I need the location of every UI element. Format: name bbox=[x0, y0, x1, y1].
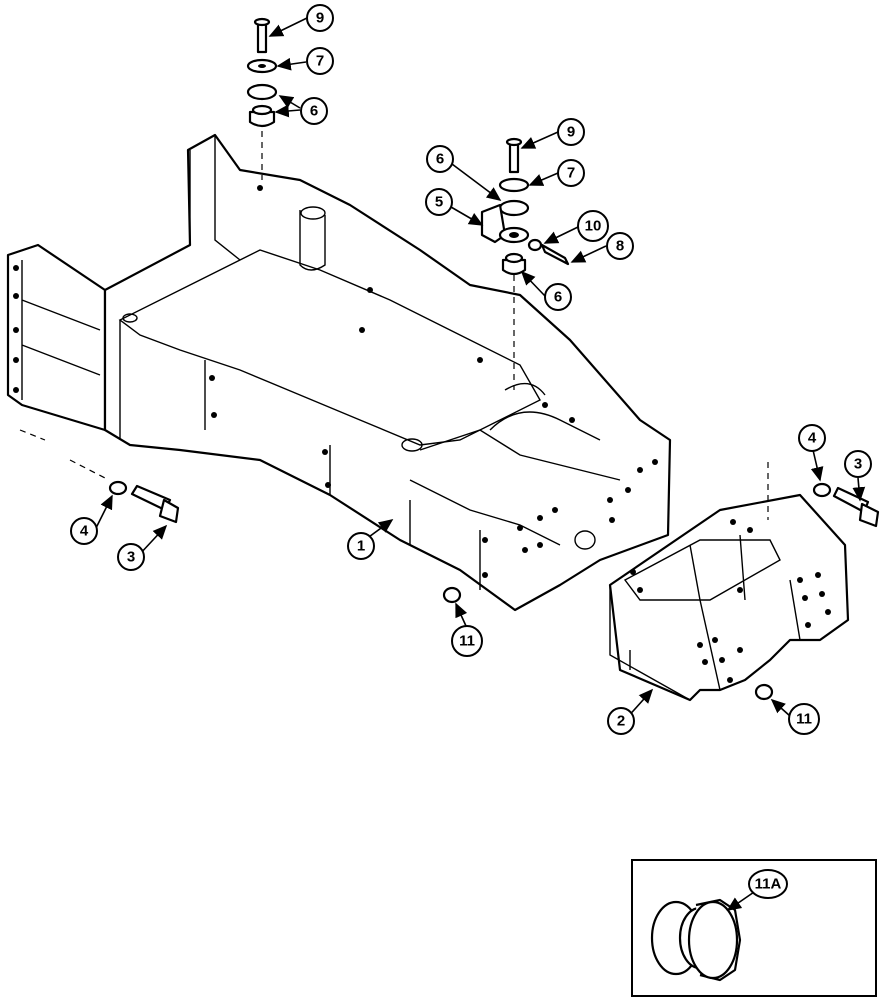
svg-text:8: 8 bbox=[616, 238, 624, 255]
callout-6-upper-right: 6 bbox=[426, 145, 454, 173]
callout-7-top: 7 bbox=[306, 47, 334, 75]
svg-text:6: 6 bbox=[436, 151, 444, 168]
callout-9-right: 9 bbox=[557, 118, 585, 146]
callout-7-right: 7 bbox=[557, 159, 585, 187]
callout-2: 2 bbox=[607, 707, 635, 735]
svg-text:11A: 11A bbox=[755, 876, 782, 893]
svg-text:9: 9 bbox=[567, 124, 575, 141]
callout-5: 5 bbox=[425, 188, 453, 216]
callout-8: 8 bbox=[606, 232, 634, 260]
svg-text:7: 7 bbox=[567, 165, 575, 182]
detail-box-11A bbox=[631, 859, 877, 997]
left-bolt-washer bbox=[19, 429, 180, 524]
callout-4-right: 4 bbox=[798, 424, 826, 452]
svg-text:3: 3 bbox=[127, 549, 135, 566]
svg-text:9: 9 bbox=[316, 10, 324, 27]
svg-text:10: 10 bbox=[585, 218, 602, 235]
svg-text:1: 1 bbox=[357, 538, 365, 555]
svg-text:7: 7 bbox=[316, 53, 324, 70]
svg-text:4: 4 bbox=[808, 430, 817, 447]
right-bolt-washer bbox=[767, 462, 880, 528]
callout-1: 1 bbox=[347, 532, 375, 560]
rear-support-bracket bbox=[608, 493, 850, 702]
svg-text:6: 6 bbox=[554, 289, 562, 306]
svg-text:4: 4 bbox=[80, 523, 89, 540]
callout-6-lower-right: 6 bbox=[544, 283, 572, 311]
leader-lines bbox=[95, 17, 866, 911]
front-support-frame bbox=[6, 133, 672, 612]
svg-text:5: 5 bbox=[435, 194, 443, 211]
svg-text:2: 2 bbox=[617, 713, 625, 730]
callout-11-right: 11 bbox=[788, 703, 820, 735]
svg-text:11: 11 bbox=[459, 633, 475, 650]
callout-11A: 11A bbox=[748, 869, 788, 899]
callout-10: 10 bbox=[577, 210, 609, 242]
callout-4-left: 4 bbox=[70, 517, 98, 545]
top-mount-hardware bbox=[246, 17, 278, 180]
svg-text:6: 6 bbox=[310, 103, 318, 120]
plug-right bbox=[754, 683, 774, 701]
callout-9-top: 9 bbox=[306, 4, 334, 32]
callout-3-left: 3 bbox=[117, 543, 145, 571]
callout-11-left: 11 bbox=[451, 625, 483, 657]
callout-6-top: 6 bbox=[300, 97, 328, 125]
plug-left bbox=[442, 586, 462, 604]
callout-3-right: 3 bbox=[844, 450, 872, 478]
svg-text:3: 3 bbox=[854, 456, 862, 473]
right-mount-hardware bbox=[480, 137, 570, 390]
svg-text:11: 11 bbox=[796, 711, 812, 728]
